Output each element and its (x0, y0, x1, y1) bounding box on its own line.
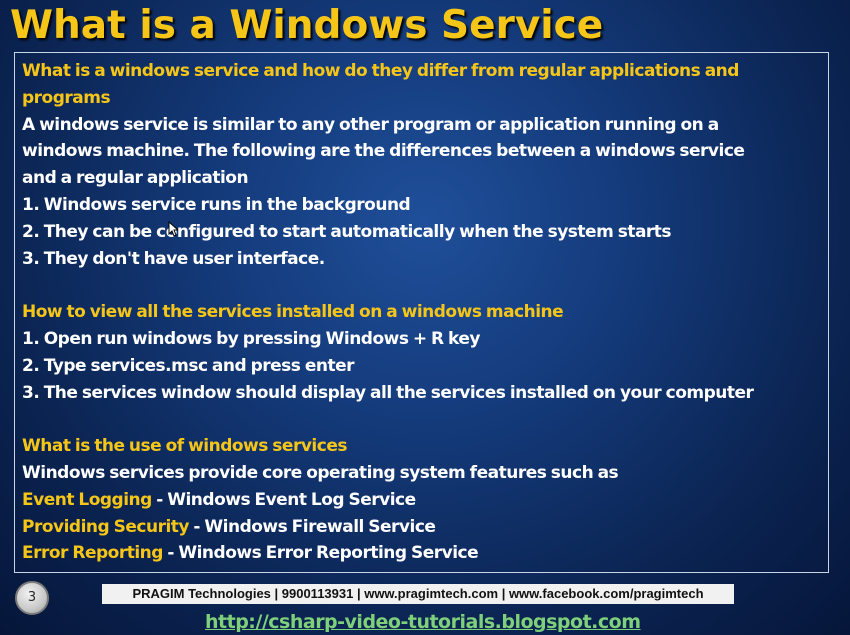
section-heading-use: What is the use of windows services (22, 436, 347, 457)
body-line: windows machine. The following are the d… (22, 141, 745, 162)
list-item: 2. Type services.msc and press enter (22, 355, 355, 376)
list-item: 1. Open run windows by pressing Windows … (22, 328, 481, 349)
body-line: and a regular application (22, 168, 249, 189)
blog-link[interactable]: http://csharp-video-tutorials.blogspot.c… (205, 611, 641, 633)
body-line: Windows services provide core operating … (22, 462, 619, 483)
feature-name: Error Reporting (22, 543, 163, 564)
spacer (22, 272, 822, 299)
list-item: 3. The services window should display al… (22, 382, 754, 403)
footer-bar: PRAGIM Technologies | 9900113931 | www.p… (102, 584, 734, 604)
section-heading-view-services: How to view all the services installed o… (22, 302, 564, 323)
spacer (22, 406, 822, 433)
page-number-badge: 3 (15, 581, 49, 615)
mouse-pointer-icon (168, 221, 178, 237)
feature-item: Providing Security - Windows Firewall Se… (22, 514, 822, 541)
list-item: 2. They can be configured to start autom… (22, 221, 672, 242)
list-item: 1. Windows service runs in the backgroun… (22, 194, 411, 215)
feature-service: - Windows Event Log Service (151, 489, 416, 510)
feature-name: Providing Security (22, 516, 190, 537)
feature-name: Event Logging (22, 489, 152, 510)
feature-item: Error Reporting - Windows Error Reportin… (22, 540, 822, 567)
feature-service: - Windows Error Reporting Service (162, 543, 479, 564)
feature-service: - Windows Firewall Service (189, 516, 436, 537)
slide-content: What is a windows service and how do the… (22, 58, 822, 567)
body-line: A windows service is similar to any othe… (22, 114, 719, 135)
slide-title: What is a Windows Service (10, 3, 604, 48)
feature-item: Event Logging - Windows Event Log Servic… (22, 487, 822, 514)
section-heading-differences-cont: programs (22, 87, 111, 108)
list-item: 3. They don't have user interface. (22, 248, 325, 269)
section-heading-differences: What is a windows service and how do the… (22, 61, 739, 81)
content-box (14, 52, 829, 573)
